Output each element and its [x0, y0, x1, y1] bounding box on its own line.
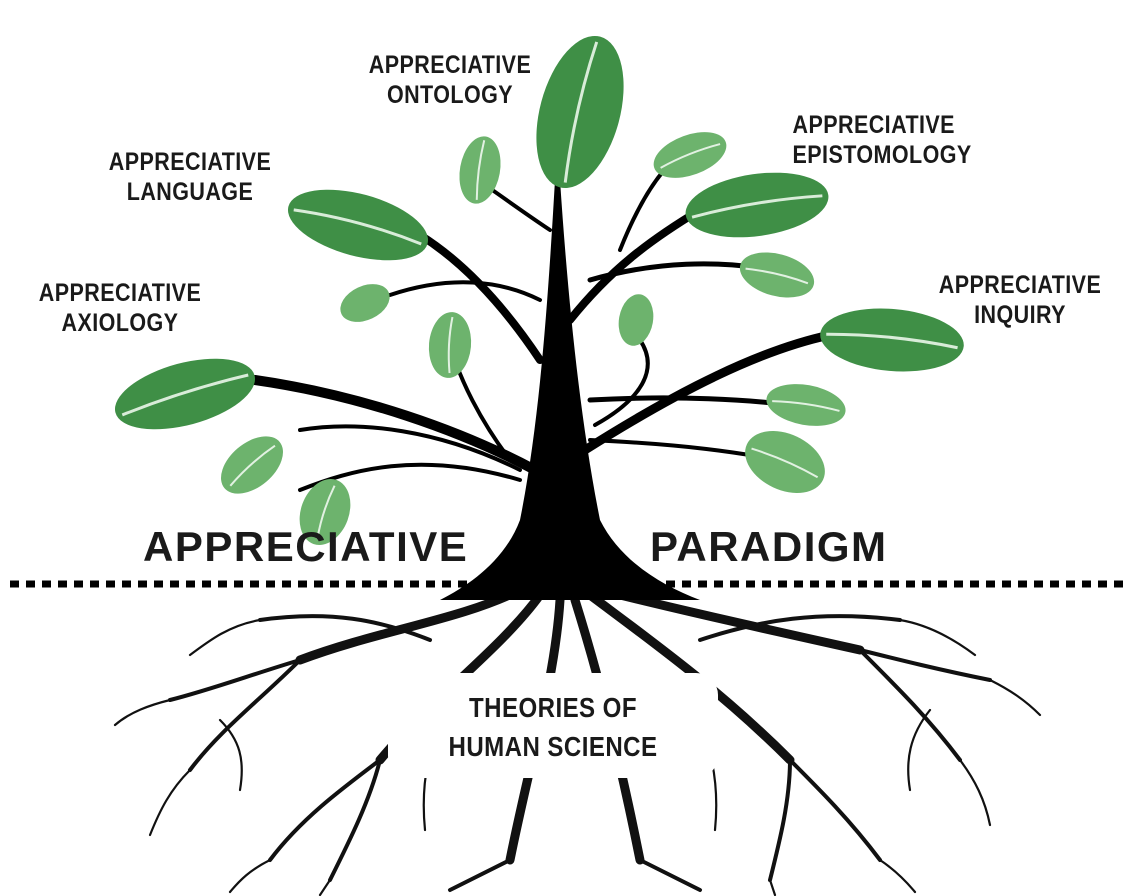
- leaf: [735, 245, 819, 305]
- label-inquiry: APPRECIATIVE INQUIRY: [921, 270, 1119, 330]
- leaf: [107, 345, 262, 442]
- roots-label-line2: HUMAN SCIENCE: [411, 727, 695, 766]
- leaf: [280, 176, 435, 273]
- label-ontology-line1: APPRECIATIVE: [351, 50, 549, 80]
- label-epistomology-line2: EPISTOMOLOGY: [793, 140, 1008, 170]
- label-ontology: APPRECIATIVE ONTOLOGY: [351, 50, 549, 110]
- leaf: [210, 425, 293, 505]
- label-ontology-line2: ONTOLOGY: [351, 80, 549, 110]
- label-axiology-line1: APPRECIATIVE: [21, 278, 219, 308]
- label-epistomology: APPRECIATIVE EPISTOMOLOGY: [793, 110, 1008, 170]
- leaf: [615, 291, 658, 348]
- label-axiology-line2: AXIOLOGY: [21, 308, 219, 338]
- label-axiology: APPRECIATIVE AXIOLOGY: [21, 278, 219, 338]
- label-language-line2: LANGUAGE: [91, 177, 289, 207]
- roots-label-line1: THEORIES OF: [411, 688, 695, 727]
- label-inquiry-line2: INQUIRY: [921, 300, 1119, 330]
- headline-right: PARADIGM: [650, 522, 888, 572]
- leaf: [426, 310, 474, 379]
- leaf: [681, 164, 832, 245]
- leaf: [735, 419, 835, 505]
- label-epistomology-line1: APPRECIATIVE: [793, 110, 1008, 140]
- label-inquiry-line1: APPRECIATIVE: [921, 270, 1119, 300]
- label-language: APPRECIATIVE LANGUAGE: [91, 147, 289, 207]
- leaf: [334, 277, 395, 330]
- leaf: [763, 378, 849, 431]
- headline-left: APPRECIATIVE: [143, 522, 468, 572]
- roots-label: THEORIES OF HUMAN SCIENCE: [411, 688, 695, 766]
- label-language-line1: APPRECIATIVE: [91, 147, 289, 177]
